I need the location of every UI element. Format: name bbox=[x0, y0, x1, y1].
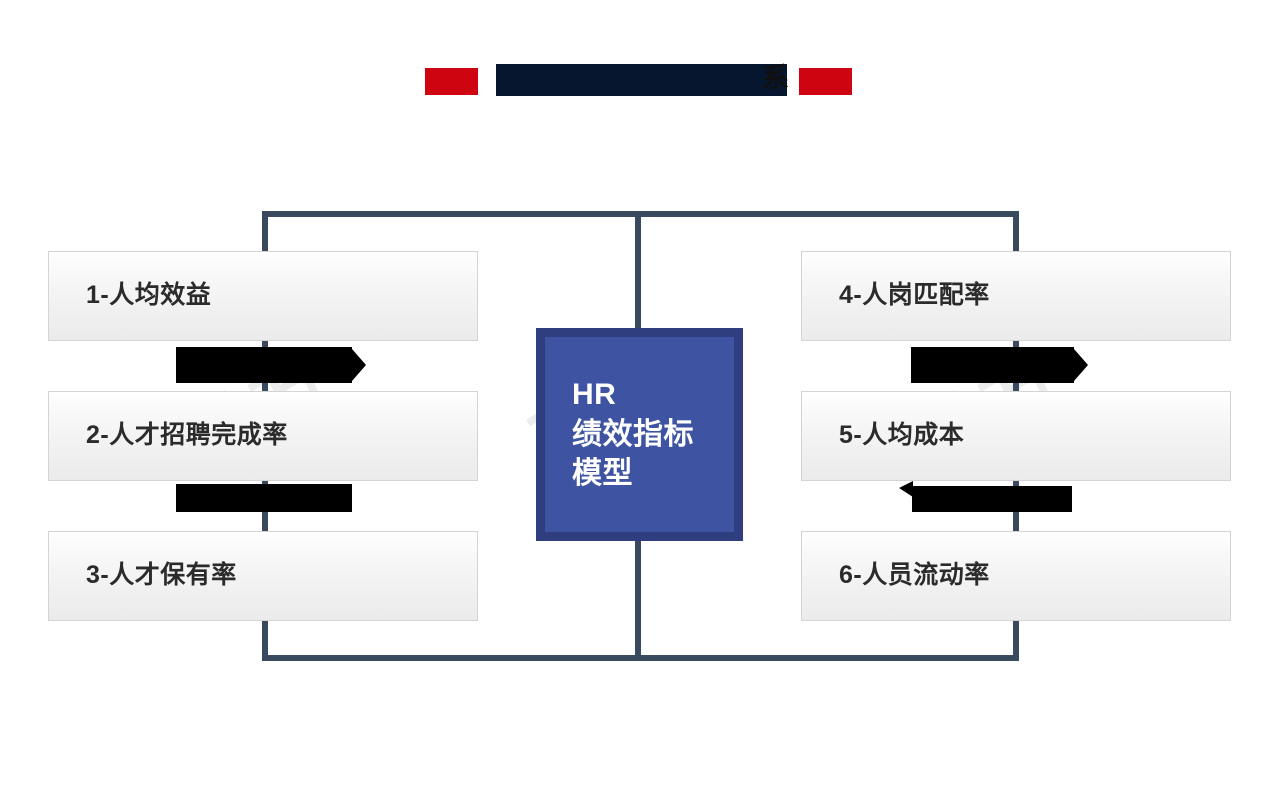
metric-card-3-label: 3-人才保有率 bbox=[86, 561, 237, 590]
metric-card-5[interactable]: 5-人均成本 bbox=[801, 391, 1231, 481]
center-hub-line-3: 模型 bbox=[572, 457, 633, 491]
center-hub-line-2: 绩效指标 bbox=[572, 417, 694, 451]
metric-card-4-label: 4-人岗匹配率 bbox=[839, 281, 990, 310]
metric-card-4[interactable]: 4-人岗匹配率 bbox=[801, 251, 1231, 341]
title-redaction-bar bbox=[496, 64, 787, 96]
connector-center-lower bbox=[635, 540, 641, 661]
title-residual-glyph: 系 bbox=[762, 63, 789, 93]
metric-card-3[interactable]: 3-人才保有率 bbox=[48, 531, 478, 621]
redaction-bar-right-lower-arrow-icon bbox=[899, 481, 913, 497]
redaction-bar-right-upper-arrow-icon bbox=[1074, 349, 1088, 381]
redaction-bar-right-upper bbox=[911, 347, 1074, 383]
metric-card-1[interactable]: 1-人均效益 bbox=[48, 251, 478, 341]
metric-card-2[interactable]: 2-人才招聘完成率 bbox=[48, 391, 478, 481]
redaction-bar-right-lower bbox=[912, 486, 1072, 512]
redaction-bar-left-upper bbox=[176, 347, 352, 383]
metric-card-6[interactable]: 6-人员流动率 bbox=[801, 531, 1231, 621]
center-hub-box[interactable]: HR 绩效指标 模型 bbox=[536, 328, 743, 541]
connector-center-upper bbox=[635, 211, 641, 335]
redaction-bar-left-upper-arrow-icon bbox=[352, 349, 366, 381]
center-hub-line-1: HR bbox=[572, 378, 617, 412]
metric-card-2-label: 2-人才招聘完成率 bbox=[86, 421, 288, 450]
metric-card-1-label: 1-人均效益 bbox=[86, 281, 212, 310]
red-accent-block-right-icon bbox=[799, 68, 852, 95]
metric-card-6-label: 6-人员流动率 bbox=[839, 561, 990, 590]
slide-header: 系 bbox=[0, 0, 1280, 140]
redaction-bar-left-lower bbox=[176, 484, 352, 512]
metric-card-5-label: 5-人均成本 bbox=[839, 421, 965, 450]
red-accent-block-left-icon bbox=[425, 68, 478, 95]
